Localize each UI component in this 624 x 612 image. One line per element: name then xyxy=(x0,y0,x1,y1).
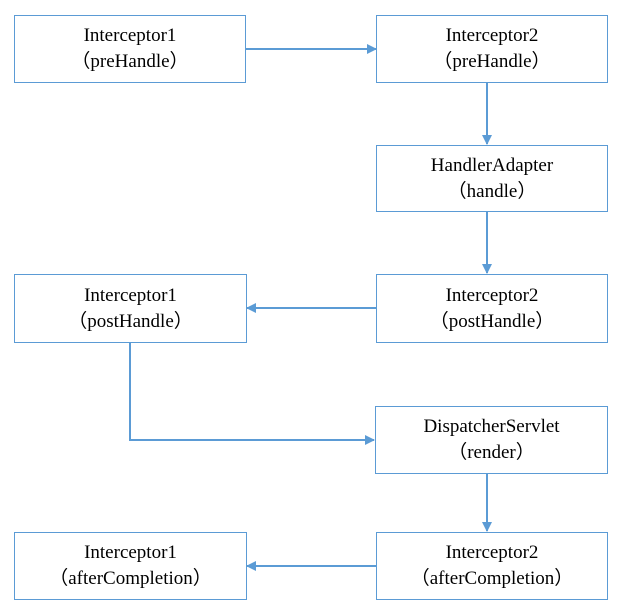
node-title: Interceptor1 xyxy=(83,25,177,47)
node-interceptor1-prehandle: Interceptor1 （preHandle） xyxy=(14,15,246,83)
node-interceptor2-prehandle: Interceptor2 （preHandle） xyxy=(376,15,608,83)
node-interceptor1-posthandle: Interceptor1 （postHandle） xyxy=(14,274,247,343)
node-title: HandlerAdapter xyxy=(430,154,554,176)
node-title: DispatcherServlet xyxy=(423,416,560,438)
node-method: （postHandle） xyxy=(68,310,193,332)
node-dispatcherservlet-render: DispatcherServlet （render） xyxy=(375,406,608,474)
node-method: （afterCompletion） xyxy=(49,568,212,589)
node-title: Interceptor2 xyxy=(445,542,539,564)
node-title: Interceptor2 xyxy=(445,284,539,306)
node-title: Interceptor2 xyxy=(445,25,539,47)
node-title: Interceptor1 xyxy=(84,542,177,564)
arrow-interceptor1-posthandle-to-dispatcherservlet xyxy=(129,343,375,445)
node-method: （handle） xyxy=(447,180,537,202)
node-method: （afterCompletion） xyxy=(410,568,574,589)
node-handleradapter-handle: HandlerAdapter （handle） xyxy=(376,145,608,212)
node-interceptor2-posthandle: Interceptor2 （postHandle） xyxy=(376,274,608,343)
node-method: （preHandle） xyxy=(433,51,551,72)
node-method: （render） xyxy=(448,442,535,463)
node-interceptor2-aftercompletion: Interceptor2 （afterCompletion） xyxy=(376,532,608,600)
node-interceptor1-aftercompletion: Interceptor1 （afterCompletion） xyxy=(14,532,247,600)
node-method: （postHandle） xyxy=(429,310,555,332)
node-title: Interceptor1 xyxy=(84,284,177,306)
node-method: （preHandle） xyxy=(71,51,189,72)
